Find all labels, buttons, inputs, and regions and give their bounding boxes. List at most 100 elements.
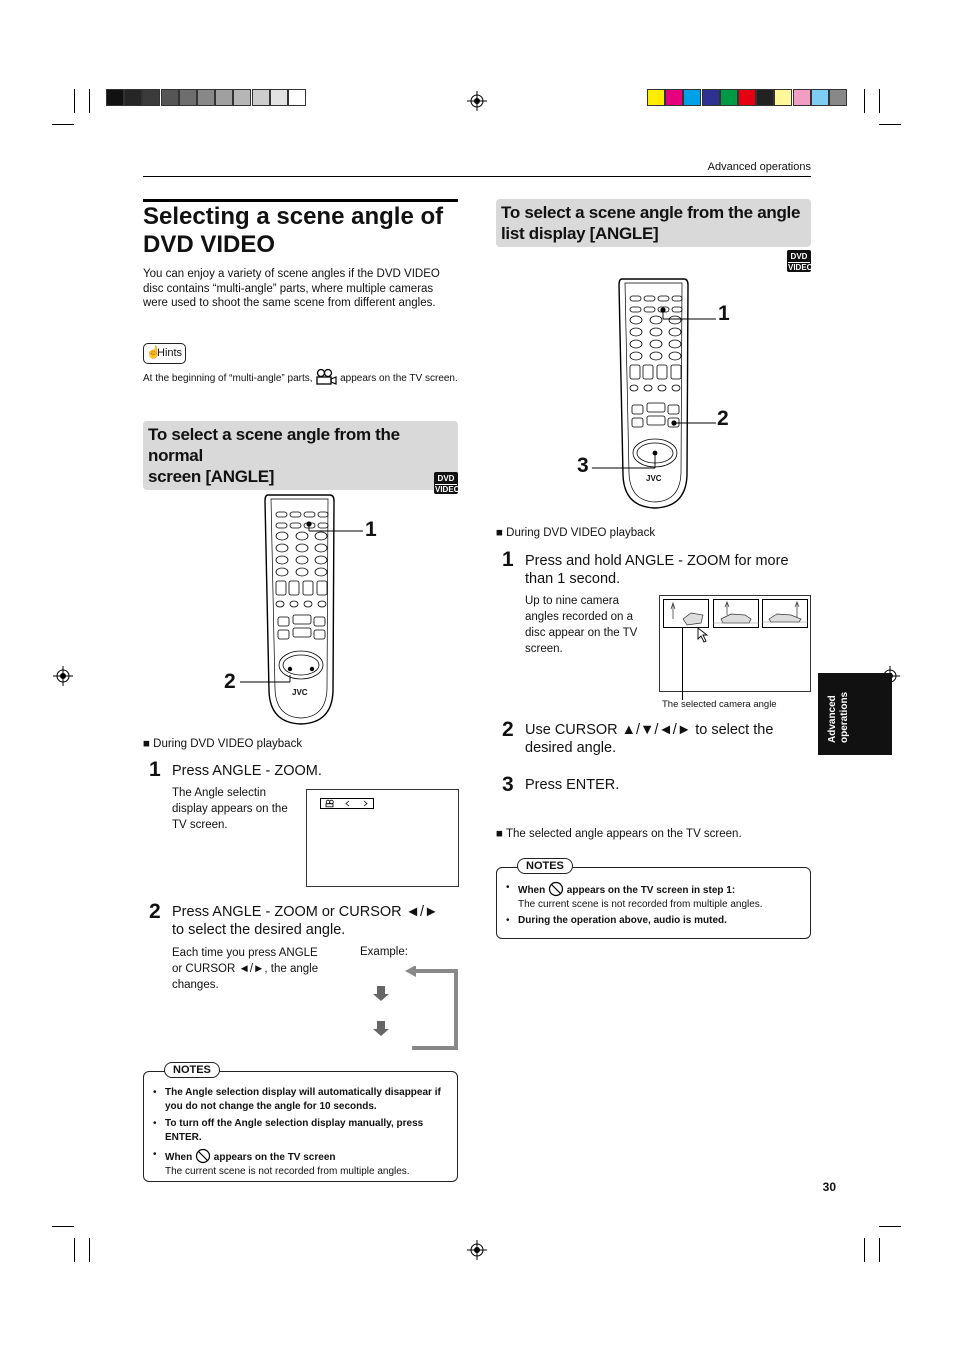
registration-swatch — [756, 89, 775, 106]
registration-swatch — [288, 89, 306, 106]
registration-swatch — [124, 89, 143, 106]
note-item: •During the operation above, audio is mu… — [506, 915, 727, 926]
playback-condition: ■ During DVD VIDEO playback — [496, 527, 656, 539]
page-number: 30 — [822, 1180, 836, 1194]
callout-3: 3 — [577, 454, 589, 477]
angle-selection-osd — [320, 798, 374, 809]
hints-badge: ☝ Hints — [143, 343, 186, 364]
callout-1: 1 — [718, 302, 730, 325]
section-header: Advanced operations — [707, 161, 811, 173]
crop-mark — [52, 1226, 74, 1227]
crop-mark — [864, 89, 865, 113]
registration-swatch — [647, 89, 665, 106]
hints-label: Hints — [157, 347, 183, 359]
registration-swatch — [738, 89, 756, 106]
step-1-description: Up to nine camera angles recorded on a d… — [525, 595, 638, 655]
registration-target-icon — [467, 91, 487, 111]
crop-mark — [879, 89, 880, 113]
notes-box: NOTES •The Angle selection display will … — [143, 1062, 458, 1182]
registration-swatch — [106, 89, 124, 106]
registration-swatch — [142, 89, 161, 106]
title-rule — [143, 199, 458, 202]
angle-cycle-diagram — [373, 966, 458, 1050]
tv-screen-angle-list — [659, 595, 811, 700]
crop-mark — [74, 1238, 75, 1262]
remote-brand-logo: JVC — [292, 688, 308, 697]
crop-mark — [52, 124, 74, 125]
note-item: •To turn off the Angle selection display… — [153, 1118, 424, 1143]
step-2-text: Press ANGLE - ZOOM or CURSOR ◄/► to sele… — [172, 904, 439, 938]
remote-control-illustration — [592, 278, 716, 509]
crop-mark — [89, 89, 90, 113]
registration-swatch — [701, 89, 720, 106]
registration-swatch — [829, 89, 847, 106]
notes-label: NOTES — [517, 858, 573, 874]
selected-angle-pointer-line — [682, 627, 683, 700]
tv-screen-angle-display — [306, 789, 459, 887]
registration-swatch — [665, 89, 684, 106]
angle-thumbnails — [663, 599, 808, 628]
crop-mark — [879, 124, 901, 125]
square-bullet-icon: ■ — [496, 828, 503, 840]
registration-swatch — [683, 89, 702, 106]
registration-swatch — [792, 89, 811, 106]
step-1-description: The Angle selectin display appears on th… — [172, 787, 288, 831]
cursor-arrow-icon — [697, 627, 709, 643]
notes-label: NOTES — [164, 1062, 220, 1078]
callout-2: 2 — [717, 407, 729, 430]
callout-2: 2 — [224, 670, 236, 693]
step-3-text: Press ENTER. — [525, 777, 620, 793]
step-1-text: Press ANGLE - ZOOM. — [172, 763, 322, 779]
step-1-number: 1 — [149, 758, 161, 781]
header-rule — [143, 176, 811, 177]
result-text: ■ The selected angle appears on the TV s… — [496, 828, 742, 840]
down-arrow-icon — [373, 1021, 389, 1036]
registration-swatch — [269, 89, 288, 106]
selected-angle-caption: The selected camera angle — [662, 699, 777, 710]
prohibited-icon — [195, 1148, 211, 1164]
step-2-number: 2 — [149, 900, 161, 923]
registration-swatch — [810, 89, 829, 106]
down-arrow-icon — [373, 986, 389, 1001]
square-bullet-icon: ■ — [496, 527, 503, 539]
step-2-description: Each time you press ANGLE or CURSOR ◄/►,… — [172, 947, 319, 991]
hint-text: At the beginning of “multi-angle” parts,… — [143, 368, 461, 386]
registration-swatch — [215, 89, 234, 106]
registration-swatch — [233, 89, 252, 106]
angle-camera-icon — [316, 368, 337, 385]
intro-paragraph: You can enjoy a variety of scene angles … — [143, 268, 440, 309]
registration-target-icon — [53, 666, 73, 686]
registration-swatch — [178, 89, 197, 106]
remote-control-illustration — [240, 494, 363, 725]
registration-target-icon — [467, 1240, 487, 1260]
registration-swatch — [197, 89, 215, 106]
playback-condition: ■ During DVD VIDEO playback — [143, 738, 303, 750]
crop-mark — [879, 1226, 901, 1227]
note-item: • When appears on the TV screen The curr… — [153, 1148, 410, 1177]
step-2-text: Use CURSOR ▲/▼/◄/► to select the desired… — [525, 722, 774, 756]
step-2-number: 2 — [502, 718, 514, 741]
registration-swatch — [719, 89, 738, 106]
example-label: Example: — [360, 946, 408, 958]
note-item: •The Angle selection display will automa… — [153, 1087, 441, 1112]
registration-swatch — [160, 89, 179, 106]
registration-swatch — [774, 89, 793, 106]
remote-brand-logo: JVC — [646, 474, 662, 483]
notes-box: NOTES • When appears on the TV screen in… — [496, 858, 811, 939]
step-1-text: Press and hold ANGLE - ZOOM for more tha… — [525, 553, 789, 587]
crop-mark — [879, 1238, 880, 1262]
dvd-video-logo: DVD VIDEO — [787, 250, 813, 272]
crop-mark — [74, 89, 75, 113]
registration-swatch — [251, 89, 270, 106]
step-1-number: 1 — [502, 548, 514, 571]
callout-1: 1 — [365, 518, 377, 541]
crop-mark — [864, 1238, 865, 1262]
crop-mark — [89, 1238, 90, 1262]
prohibited-icon — [548, 881, 564, 897]
dvd-video-logo: DVD VIDEO — [434, 472, 460, 494]
hand-icon: ☝ — [146, 345, 161, 359]
